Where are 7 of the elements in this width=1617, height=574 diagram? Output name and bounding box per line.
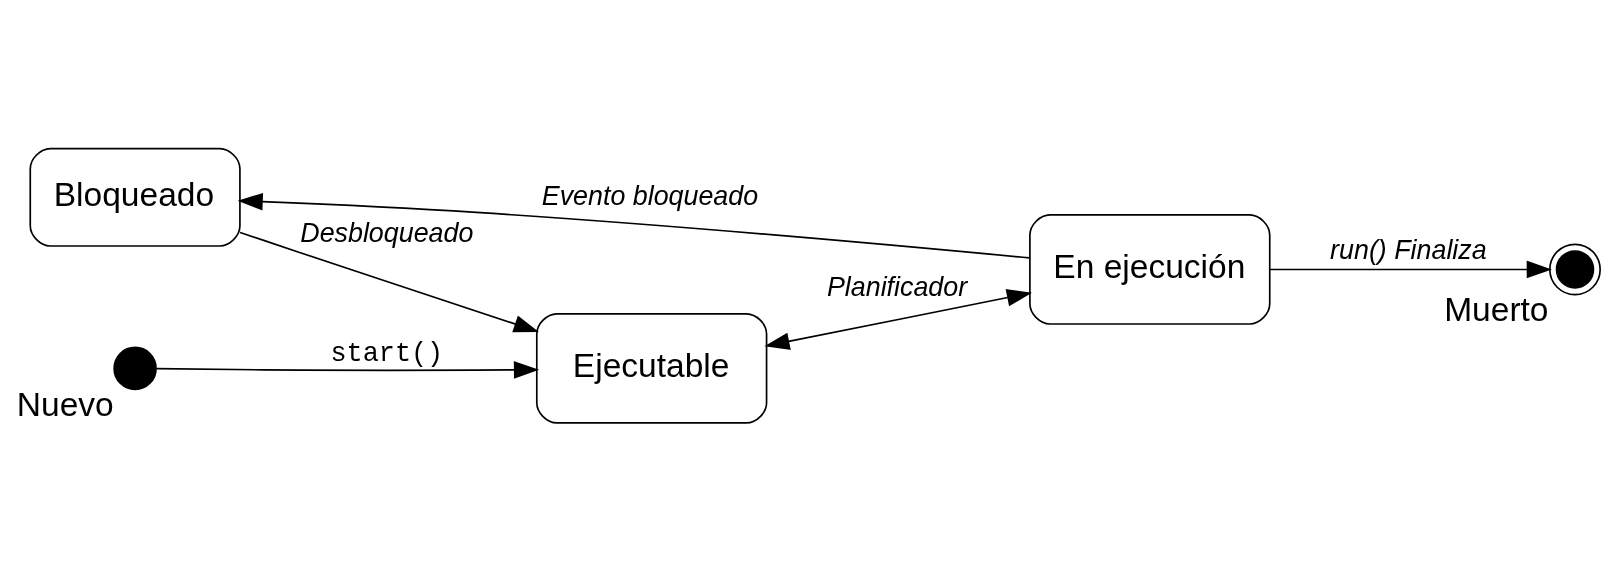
edge-label: run() Finaliza [1330, 234, 1487, 265]
edge-label: start() [330, 338, 444, 369]
edge-label: Planificador [826, 271, 968, 302]
edge-label: Desbloqueado [300, 217, 474, 248]
node-label: Muerto [1444, 290, 1549, 328]
node-label: Nuevo [16, 385, 114, 423]
edge-label: Evento bloqueado [541, 180, 759, 211]
